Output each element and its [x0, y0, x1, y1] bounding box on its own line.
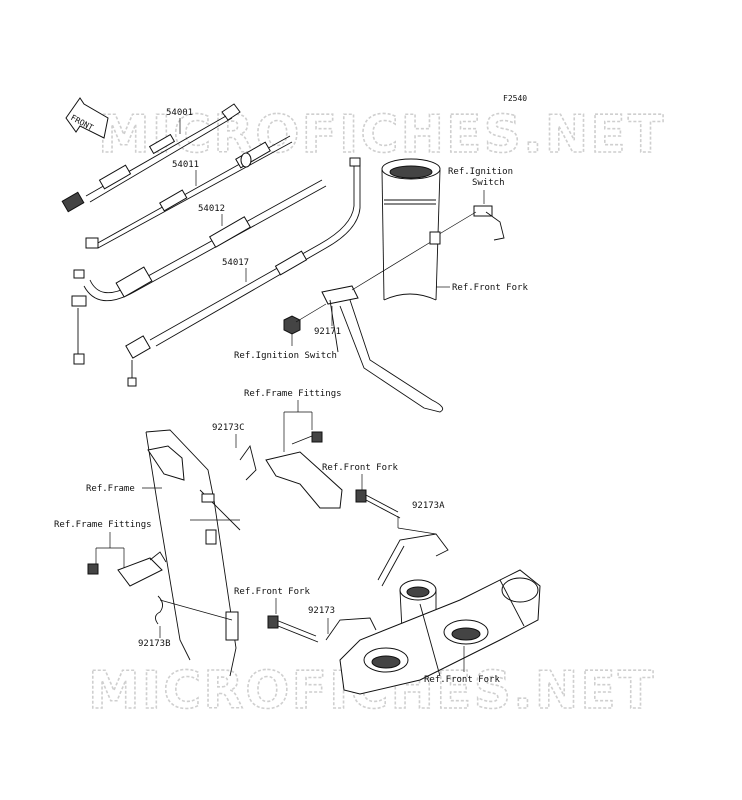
- triple-clamp: [339, 569, 541, 695]
- label-54012: 54012: [198, 204, 225, 214]
- bracket-92173c: [239, 431, 343, 509]
- cable-54011: [85, 135, 293, 249]
- clamp-bracket-upper: [377, 533, 449, 587]
- nut-icon: [283, 303, 327, 335]
- label-ref-frame: Ref.Frame: [86, 484, 135, 494]
- frame-section: [145, 429, 241, 677]
- label-ref-frame-fittings-upper: Ref.Frame Fittings: [244, 389, 342, 399]
- label-ref-front-fork-lower-left: Ref.Front Fork: [234, 587, 310, 597]
- label-54011: 54011: [172, 160, 199, 170]
- label-92171: 92171: [314, 327, 341, 337]
- label-92173c: 92173C: [212, 423, 245, 433]
- label-54017: 54017: [222, 258, 249, 268]
- cable-54017: [73, 157, 361, 387]
- label-ref-frame-fittings-left: Ref.Frame Fittings: [54, 520, 152, 530]
- label-ref-ignition-switch-lower: Ref.Ignition Switch: [234, 351, 337, 361]
- front-arrow-icon: FRONT: [65, 97, 109, 139]
- label-92173a: 92173A: [412, 501, 445, 511]
- label-92173b: 92173B: [138, 639, 171, 649]
- label-ref-front-fork-upper: Ref.Front Fork: [452, 283, 528, 293]
- bolt-92173a: [355, 489, 401, 519]
- label-92173: 92173: [308, 606, 335, 616]
- bracket-left: [87, 551, 167, 625]
- label-ref-ignition-switch-top-1: Ref.Ignition: [448, 167, 513, 177]
- label-54001: 54001: [166, 108, 193, 118]
- front-fork-tube: [381, 158, 441, 301]
- cable-54001: [61, 103, 241, 213]
- bracket-92171: [321, 231, 444, 413]
- label-ref-front-fork-bottom: Ref.Front Fork: [424, 675, 500, 685]
- figure-code: F2540: [503, 94, 527, 103]
- label-ref-front-fork-mid: Ref.Front Fork: [322, 463, 398, 473]
- bolt-92173: [267, 615, 377, 643]
- cable-54012: [71, 179, 327, 307]
- label-ref-ignition-switch-top-2: Switch: [472, 178, 505, 188]
- ignition-switch-bracket: [435, 205, 505, 241]
- watermark-top: MICROFICHES.NET: [98, 105, 665, 165]
